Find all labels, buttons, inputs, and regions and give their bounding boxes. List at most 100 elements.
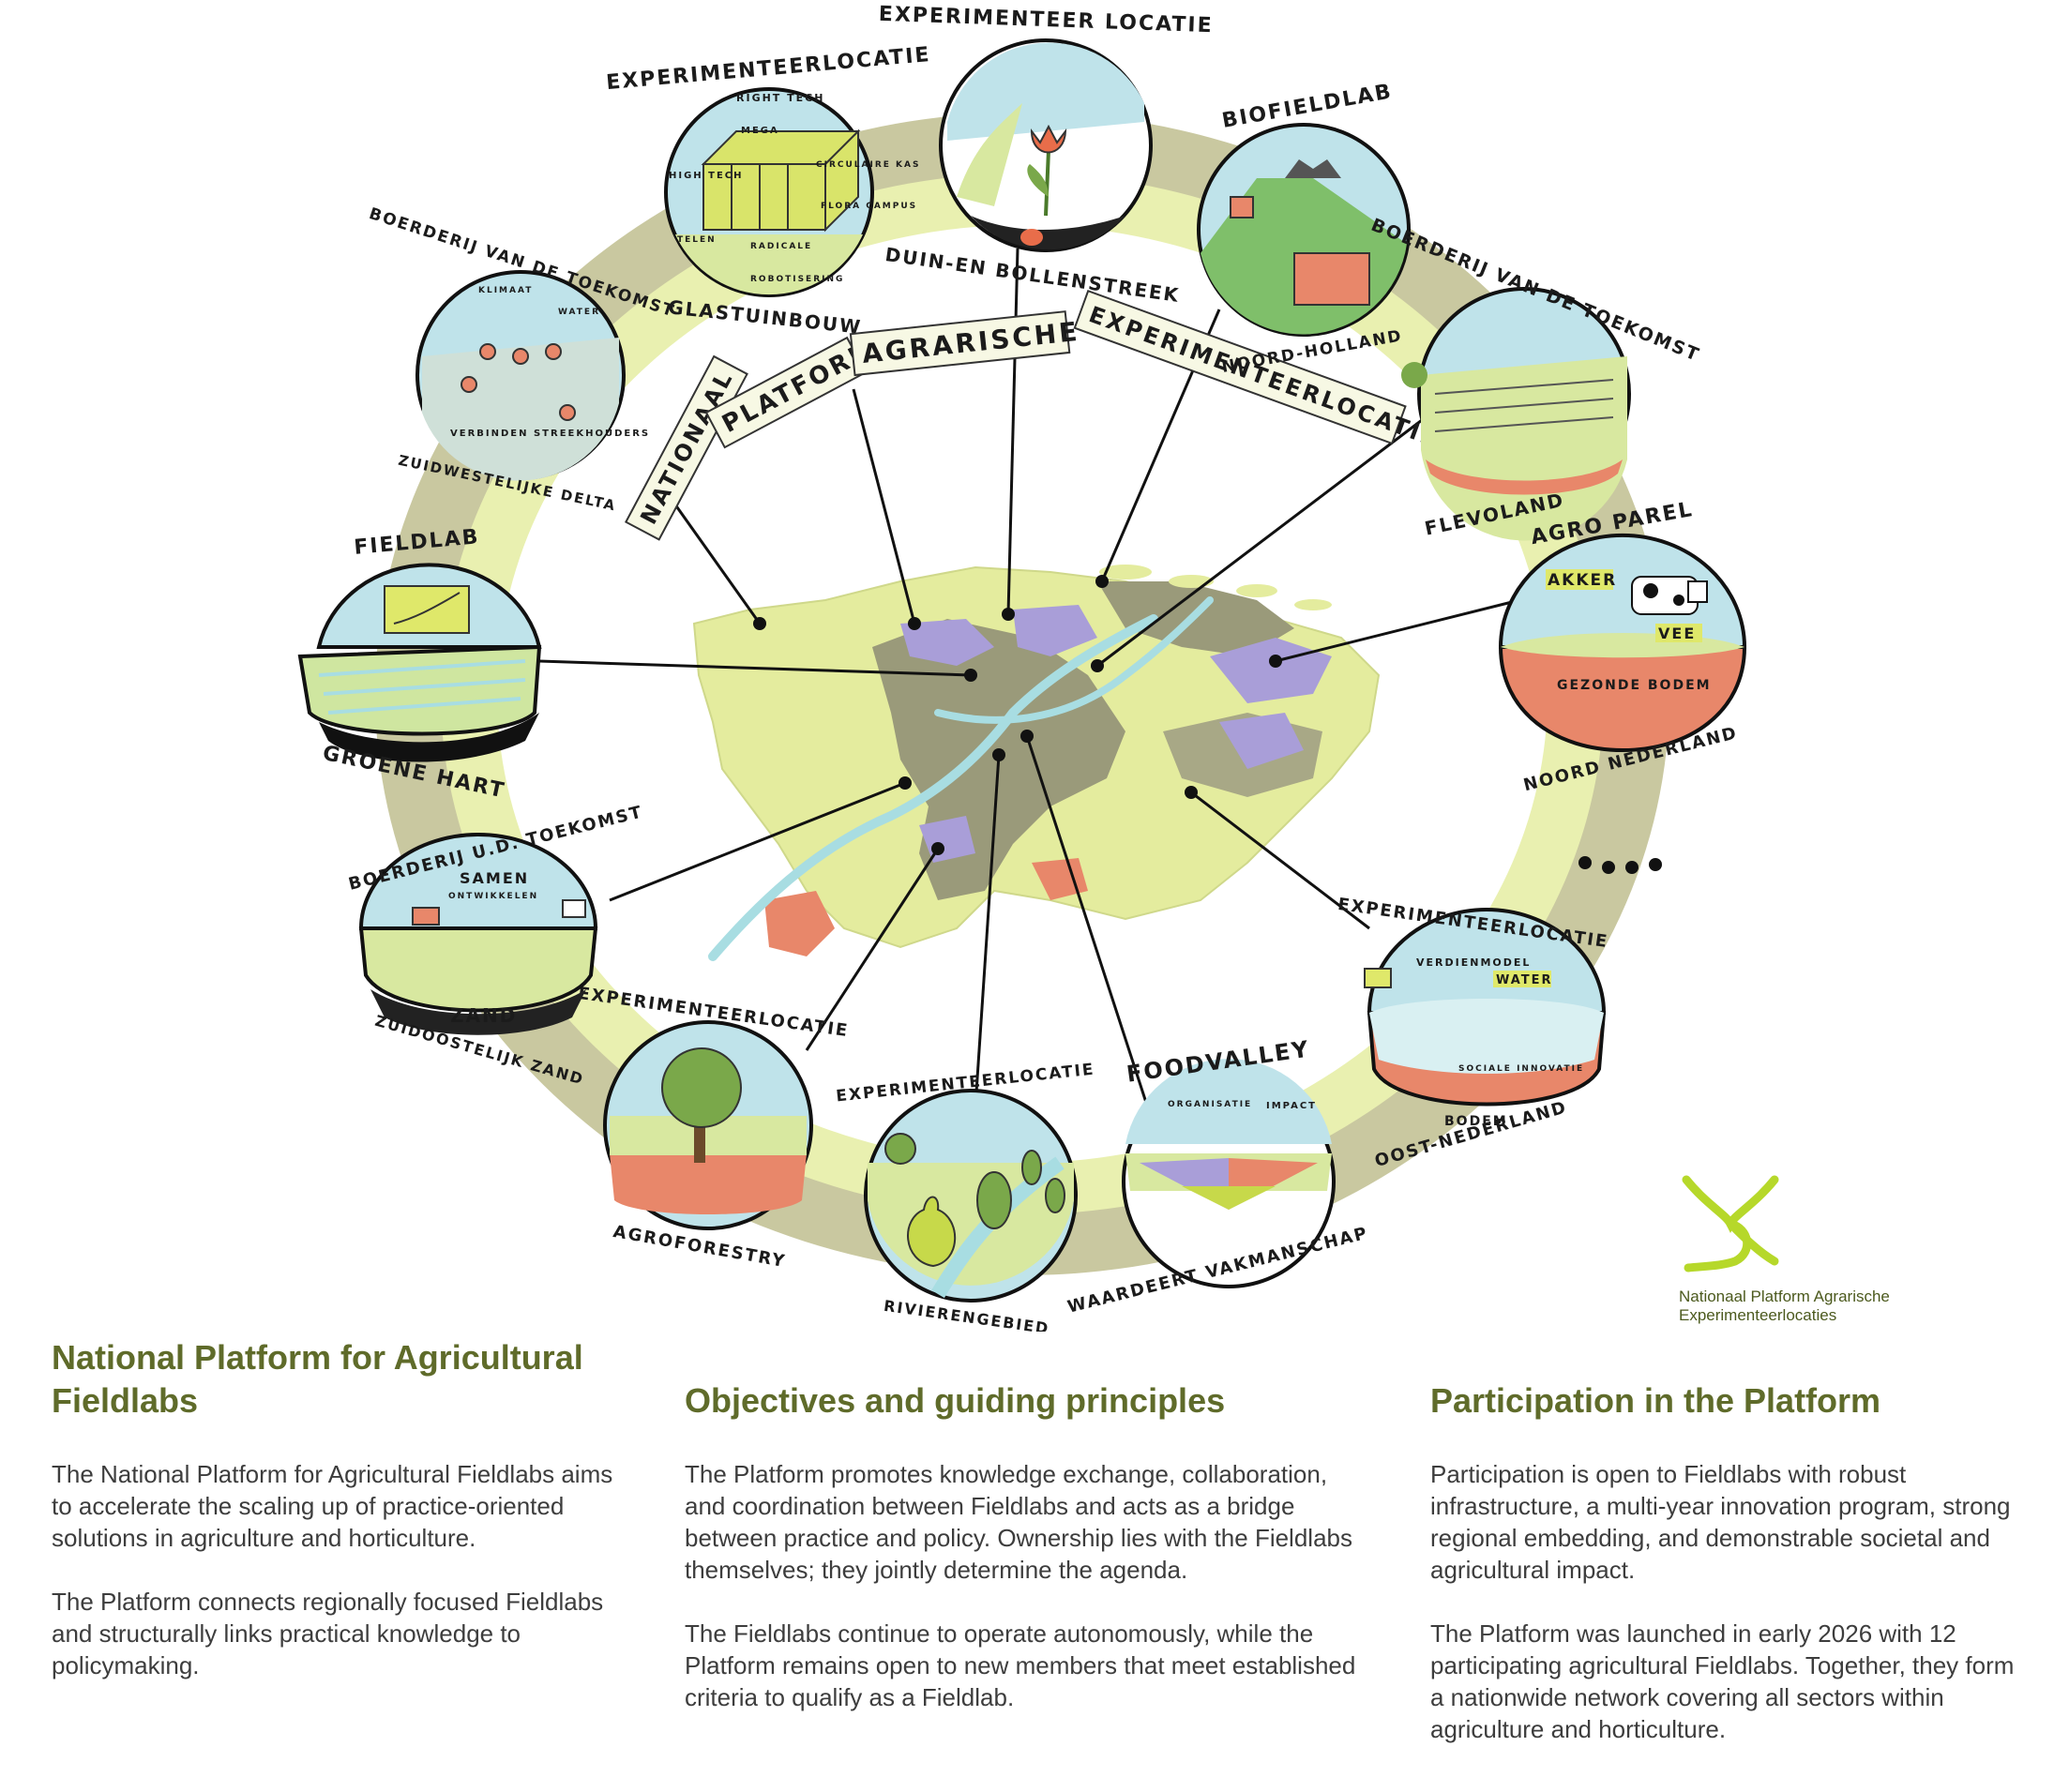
inner-label: BODEM bbox=[1444, 1114, 1508, 1129]
label-highlight bbox=[1546, 569, 1613, 590]
connector-dots bbox=[753, 575, 1282, 855]
cow-icon bbox=[1631, 576, 1708, 615]
logo-mark-icon bbox=[1682, 1175, 1779, 1272]
connector-line bbox=[1006, 248, 1019, 615]
road-fill bbox=[971, 216, 1125, 250]
map-island bbox=[1099, 565, 1152, 580]
platform-logo: Nationaal Platform Agrarische Experiment… bbox=[1679, 1172, 1998, 1325]
map-river-2 bbox=[934, 596, 1214, 724]
pear-icon bbox=[907, 1196, 957, 1268]
label-highlight bbox=[1655, 624, 1702, 642]
map-dot bbox=[992, 748, 1005, 761]
base-fill bbox=[319, 713, 539, 762]
water-fill bbox=[422, 338, 619, 481]
house-icon bbox=[1230, 196, 1254, 218]
house-icon bbox=[562, 899, 586, 918]
connector-line bbox=[1190, 791, 1370, 930]
section-participation: Participation in the Platform Participat… bbox=[1430, 1379, 2031, 1777]
field-fill bbox=[610, 1116, 807, 1155]
section-paragraph: The Platform was launched in early 2026 … bbox=[1430, 1619, 2015, 1743]
inner-label: TELEN bbox=[677, 235, 717, 245]
inner-label: IMPACT bbox=[1266, 1101, 1317, 1111]
map-dot bbox=[964, 669, 977, 682]
sky-fill bbox=[1125, 1059, 1332, 1144]
connector-line bbox=[974, 754, 1001, 1107]
map-island bbox=[1294, 599, 1332, 610]
inner-label: SOCIALE INNOVATIE bbox=[1458, 1064, 1584, 1074]
section-paragraph: The Platform promotes knowledge exchange… bbox=[685, 1460, 1352, 1584]
map-island bbox=[1236, 584, 1277, 597]
map-dot bbox=[931, 842, 944, 855]
sign-icon bbox=[1364, 968, 1392, 988]
polder-fill bbox=[297, 644, 542, 736]
label-highlight bbox=[1493, 971, 1551, 987]
map-purple-2 bbox=[1013, 605, 1097, 656]
map-dot bbox=[753, 617, 766, 630]
inner-label: GEZONDE BODEM bbox=[1557, 678, 1712, 693]
house-icon bbox=[412, 907, 440, 926]
section-paragraph: Participation is open to Fieldlabs with … bbox=[1430, 1460, 2011, 1584]
base-fill bbox=[370, 989, 586, 1035]
section-objectives: Objectives and guiding principles The Pl… bbox=[685, 1379, 1360, 1745]
people-icons bbox=[461, 343, 576, 421]
inner-label: ROBOTISERING bbox=[750, 275, 844, 284]
inner-label: MEGA bbox=[741, 126, 779, 136]
sky-fill bbox=[947, 42, 1144, 141]
connector-line bbox=[609, 781, 906, 902]
connector-lines bbox=[538, 248, 1520, 1112]
map-dot bbox=[1095, 575, 1109, 588]
church-icon bbox=[1285, 159, 1341, 178]
logo-line-2: Experimenteerlocaties bbox=[1679, 1306, 1837, 1324]
connector-line bbox=[1275, 598, 1520, 663]
barn-icon bbox=[1293, 252, 1370, 306]
section-national-platform: National Platform for Agricultural Field… bbox=[52, 1336, 614, 1713]
map-dot bbox=[1091, 659, 1104, 672]
map-dot bbox=[1185, 786, 1198, 799]
fieldlab-circle bbox=[358, 833, 598, 930]
connector-line bbox=[1025, 735, 1151, 1112]
banner-plate bbox=[1073, 289, 1407, 445]
inner-label: RADICALE bbox=[750, 242, 812, 251]
inner-label: CIRCULAIRE KAS bbox=[816, 160, 920, 170]
soil-fill bbox=[358, 926, 598, 1013]
inner-label: WATER bbox=[1496, 973, 1553, 987]
map-dot bbox=[899, 776, 912, 790]
fieldlab-diagram: NATIONAAL PLATFORM AGRARISCHE EXPERIMENT… bbox=[297, 3, 1747, 1332]
trees-icon bbox=[884, 1133, 1065, 1229]
map-purple-1 bbox=[900, 619, 994, 666]
logo-line-1: Nationaal Platform Agrarische bbox=[1679, 1288, 1890, 1305]
dune-fill bbox=[957, 103, 1022, 206]
section-paragraph: The Platform connects regionally focused… bbox=[52, 1588, 604, 1679]
inner-label: ORGANISATIE bbox=[1168, 1100, 1252, 1109]
inner-label: KLIMAAT bbox=[478, 286, 533, 295]
map-orange-2 bbox=[1032, 858, 1088, 900]
more-dots bbox=[1578, 856, 1662, 874]
inner-label: FLORA CAMPUS bbox=[821, 202, 917, 211]
map-orange-1 bbox=[764, 891, 835, 956]
inner-label: ZAND bbox=[450, 1004, 517, 1027]
netherlands-map bbox=[692, 565, 1381, 961]
banner-plate bbox=[624, 354, 748, 541]
fieldlab-circle bbox=[1498, 533, 1747, 649]
soil-fill bbox=[1426, 459, 1623, 495]
connector-line bbox=[1096, 415, 1427, 668]
connector-line bbox=[538, 659, 972, 677]
inner-label: VERBINDEN STREEKHOUDERS bbox=[450, 429, 650, 439]
segment-green bbox=[1182, 1186, 1276, 1210]
map-dot bbox=[908, 617, 921, 630]
soil-fill bbox=[610, 1153, 807, 1214]
map-dot bbox=[1269, 655, 1282, 668]
section-title: Participation in the Platform bbox=[1430, 1381, 1881, 1420]
connector-line bbox=[805, 848, 940, 1051]
fieldlab-title: EXPERIMENTEERLOCATIE bbox=[605, 43, 931, 95]
inner-label: WATER bbox=[558, 308, 600, 317]
section-paragraph: The Fieldlabs continue to operate autono… bbox=[685, 1619, 1356, 1711]
fieldlab-title: EXPERIMENTEER LOCATIE bbox=[878, 3, 1214, 38]
connector-line bbox=[852, 388, 916, 625]
inner-label: AKKER bbox=[1548, 571, 1617, 590]
inner-label: RIGHT TECH bbox=[736, 92, 824, 104]
inner-label: HIGH TECH bbox=[669, 171, 744, 181]
map-dot bbox=[1020, 730, 1034, 743]
section-paragraph: The National Platform for Agricultural F… bbox=[52, 1460, 613, 1552]
greenhouse-icon bbox=[701, 128, 861, 233]
